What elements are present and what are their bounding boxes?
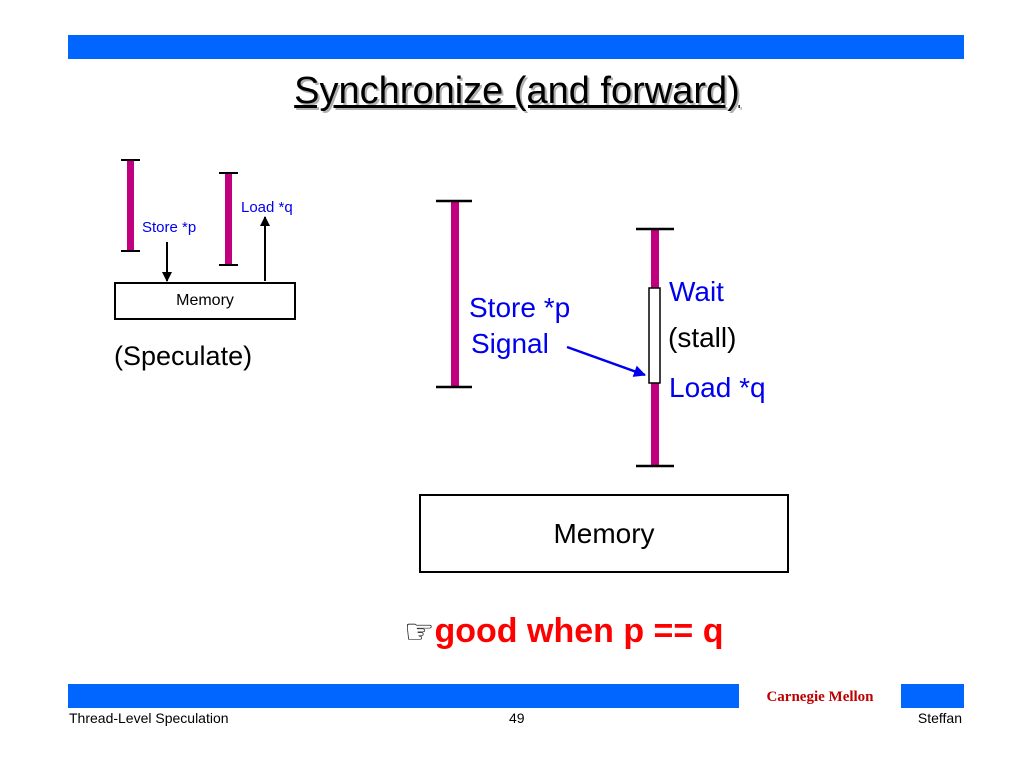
right-thread-1 [436,199,472,389]
wait-label: Wait [669,276,724,307]
page-number: 49 [509,710,525,726]
slide-title: Synchronize (and forward) [294,70,740,112]
speculate-caption: (Speculate) [114,341,253,371]
right-memory-box: Memory [419,494,789,573]
good-when-note: ☞good when p == q [404,612,723,652]
signal-arrow [566,345,646,377]
left-memory-box: Memory [114,282,296,320]
right-load-label: Load *q [669,372,766,403]
stall-label: (stall) [668,322,737,353]
stall-box [648,287,661,384]
left-memory-label: Memory [176,292,234,309]
left-load-label: Load *q [241,199,293,216]
footer-left: Thread-Level Speculation [69,710,229,726]
signal-label: Signal [471,328,549,359]
carnegie-mellon-brand: Carnegie Mellon [739,684,901,710]
left-thread-1 [121,159,140,252]
top-banner-bar [68,35,964,59]
right-store-label: Store *p [469,292,571,323]
right-memory-label: Memory [553,517,655,549]
right-thread-2 [636,227,674,468]
left-thread-2 [219,172,238,266]
left-store-label: Store *p [142,219,197,236]
good-when-text: good when p == q [434,612,724,650]
pointing-hand-icon: ☞ [404,612,435,652]
footer-right: Steffan [917,710,962,726]
